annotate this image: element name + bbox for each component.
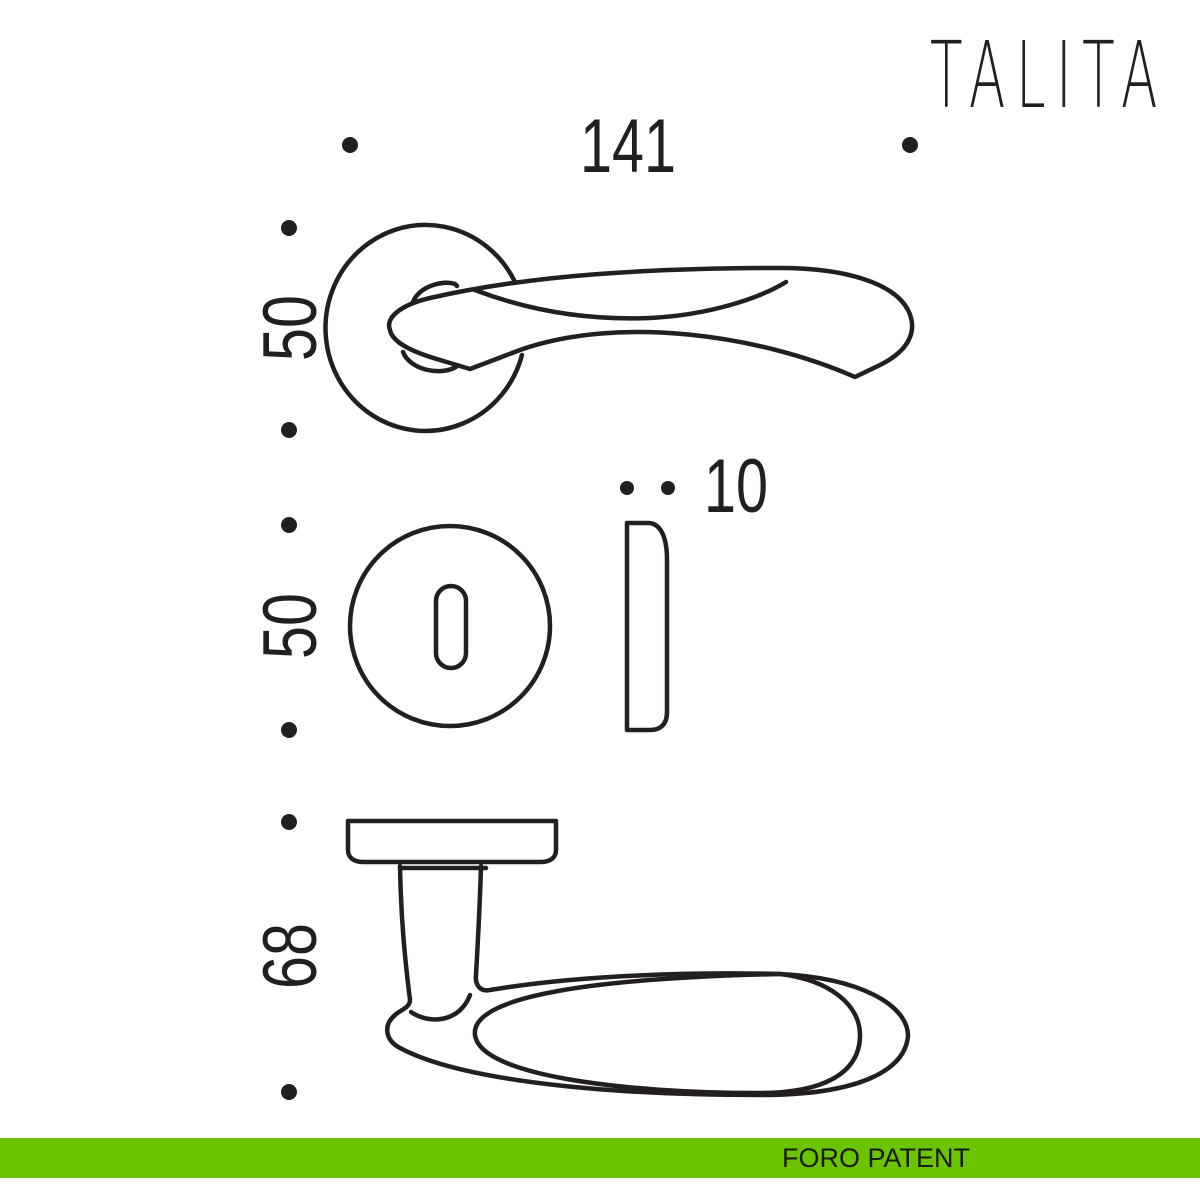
projection-label: 68 [248, 923, 333, 989]
product-title: TALITA [930, 22, 1168, 129]
footer-bar: FORO PATENT [0, 1138, 1200, 1178]
footer-label: FORO PATENT [782, 1143, 970, 1173]
lever-side-view [345, 818, 911, 1098]
rose-height-label: 50 [248, 295, 333, 361]
escutcheon-height-label: 50 [248, 593, 333, 659]
escutcheon-front-view [347, 523, 553, 729]
width-label: 141 [580, 104, 676, 189]
vertical-dimension-dots [281, 220, 297, 1100]
lever-front-view [323, 222, 915, 434]
thickness-label: 10 [704, 444, 768, 529]
width-dimension: 141 [342, 104, 918, 189]
escutcheon-side-view [624, 520, 670, 733]
thickness-dimension: 10 [620, 444, 768, 529]
